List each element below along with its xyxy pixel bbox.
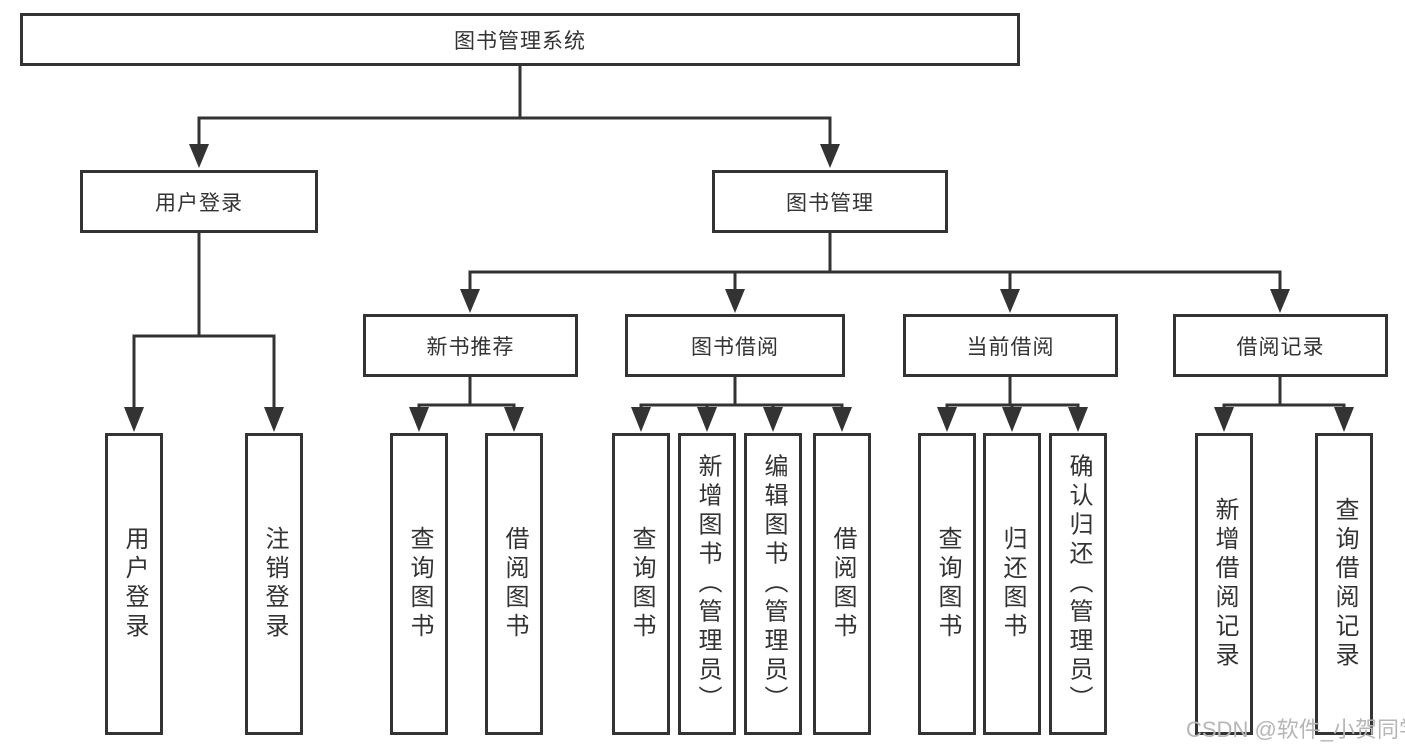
node-label: 查询图书 xyxy=(628,526,655,642)
node-label: 查询借阅记录 xyxy=(1331,497,1358,671)
connector-user-login-to-leaves xyxy=(124,231,284,432)
node-label: 用户登录 xyxy=(155,191,243,215)
node-label: 新增图书（管理员） xyxy=(694,453,721,715)
node-label: 图书管理系统 xyxy=(454,29,586,53)
node-label: 图书借阅 xyxy=(691,335,779,359)
node-label: 归还图书 xyxy=(999,526,1026,642)
connector-current-borrowing-to-leaves xyxy=(937,375,1088,432)
node-label: 新增借阅记录 xyxy=(1211,497,1238,671)
node-new-book-recommendation: 新书推荐 xyxy=(363,314,578,377)
leaf-query-books-borrowing: 查询图书 xyxy=(612,433,670,735)
node-label: 当前借阅 xyxy=(966,335,1055,359)
node-label: 注销登录 xyxy=(261,526,288,642)
node-label: 借阅图书 xyxy=(501,526,528,642)
connector-borrowing-records-to-leaves xyxy=(1214,375,1354,432)
node-user-login: 用户登录 xyxy=(80,170,318,233)
connector-root-to-level2 xyxy=(189,64,840,168)
node-borrowing-records: 借阅记录 xyxy=(1173,314,1388,377)
leaf-return-books: 归还图书 xyxy=(983,433,1041,735)
node-label: 图书管理 xyxy=(786,191,874,215)
leaf-add-books-admin: 新增图书（管理员） xyxy=(678,433,736,735)
leaf-logout: 注销登录 xyxy=(245,433,303,735)
leaf-user-login: 用户登录 xyxy=(105,433,163,735)
node-label: 用户登录 xyxy=(121,526,148,642)
node-label: 编辑图书（管理员） xyxy=(760,453,787,715)
node-book-management: 图书管理 xyxy=(712,170,948,233)
node-current-borrowing: 当前借阅 xyxy=(903,314,1118,377)
node-label: 借阅记录 xyxy=(1236,335,1325,359)
leaf-borrow-books-borrowing: 借阅图书 xyxy=(813,433,871,735)
leaf-query-books-recommend: 查询图书 xyxy=(390,433,448,735)
connector-book-management-to-level3 xyxy=(460,231,1290,313)
node-library-system: 图书管理系统 xyxy=(20,13,1020,66)
leaf-query-borrow-record: 查询借阅记录 xyxy=(1315,433,1373,735)
connector-book-borrowing-to-leaves xyxy=(631,375,852,432)
leaf-borrow-books-recommend: 借阅图书 xyxy=(485,433,543,735)
node-label: 借阅图书 xyxy=(829,526,856,642)
node-label: 查询图书 xyxy=(406,526,433,642)
node-book-borrowing: 图书借阅 xyxy=(625,314,845,377)
leaf-confirm-return-admin: 确认归还（管理员） xyxy=(1049,433,1107,735)
leaf-add-borrow-record: 新增借阅记录 xyxy=(1195,433,1253,735)
node-label: 新书推荐 xyxy=(426,335,515,359)
watermark: CSDN @软件_小贺同学 xyxy=(1186,717,1405,742)
node-label: 查询图书 xyxy=(934,526,961,642)
leaf-query-books-current: 查询图书 xyxy=(918,433,976,735)
leaf-edit-books-admin: 编辑图书（管理员） xyxy=(744,433,802,735)
connector-new-book-recommend-to-leaves xyxy=(409,375,524,432)
node-label: 确认归还（管理员） xyxy=(1065,453,1092,715)
